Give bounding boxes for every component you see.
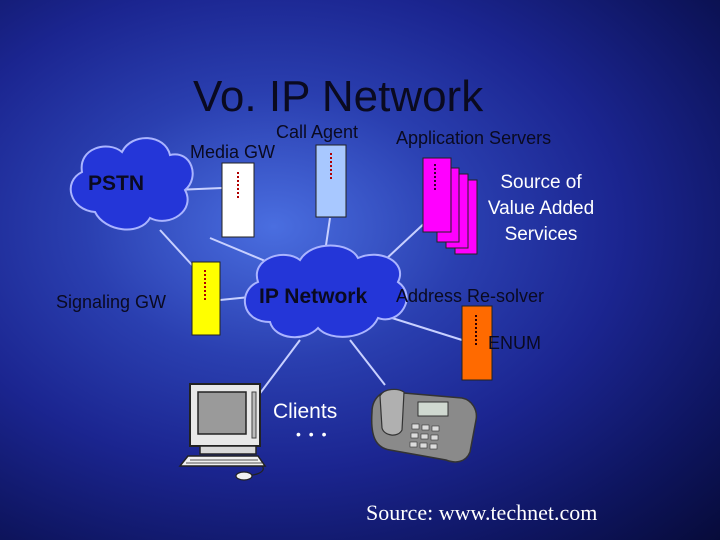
- address-resolver-label: Address Re-solver: [396, 286, 545, 306]
- clients-label: Clients: [273, 400, 338, 423]
- slide-title: Vo. IP Network: [193, 72, 484, 121]
- line-pc-ip: [254, 339, 301, 401]
- application-servers-label: Application Servers: [396, 128, 552, 148]
- value-added-services-label: Source of Value Added Services: [476, 170, 606, 248]
- pc-client-icon: [178, 383, 267, 481]
- line-phone-ip: [349, 339, 386, 386]
- pstn-cloud: [69, 137, 194, 231]
- ip-phone-icon: [370, 388, 478, 463]
- media-gw-device: [221, 162, 255, 238]
- source-of-line: Source of: [500, 172, 582, 193]
- source-credit: Source: www.technet.com: [366, 500, 598, 525]
- clients-ellipsis: • • •: [296, 426, 329, 442]
- call-agent-device: [315, 144, 347, 218]
- enum-label: ENUM: [488, 333, 541, 353]
- value-added-line: Value Added: [487, 198, 595, 219]
- pstn-label: PSTN: [88, 172, 145, 195]
- call-agent-label: Call Agent: [276, 122, 359, 142]
- ip-network-label: IP Network: [259, 285, 368, 308]
- signaling-gw-label: Signaling GW: [56, 292, 167, 312]
- app-servers-stack: [422, 157, 478, 255]
- services-line: Services: [504, 224, 578, 245]
- line-pstn-siggw: [159, 229, 193, 266]
- line-enum-ip: [391, 317, 463, 341]
- ip-network-cloud: [243, 244, 408, 339]
- enum-device: [461, 305, 493, 381]
- media-gw-label: Media GW: [190, 142, 276, 162]
- signaling-gw-device: [191, 261, 221, 336]
